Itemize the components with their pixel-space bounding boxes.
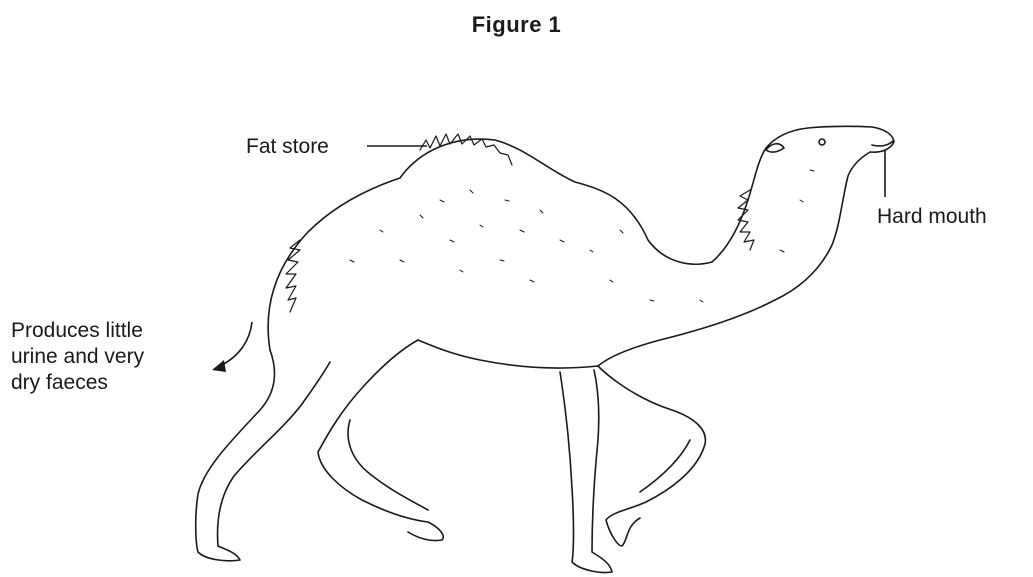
camel-hind-leg-far-inner [348,420,428,510]
arrow-head-icon [212,360,226,372]
camel-mouth-line [872,141,893,146]
hard-mouth-label: Hard mouth [877,204,987,230]
urine-label-line-3: dry faeces [11,370,144,396]
camel-hind-leg-far [318,340,443,541]
urine-faeces-label: Produces little urine and very dry faece… [11,318,144,396]
fat-store-label: Fat store [246,134,329,160]
camel-front-leg-near [598,366,705,546]
camel-fur-texture [350,170,814,302]
camel-eye [819,139,825,145]
camel-belly-outline [418,340,598,368]
camel-body-outline [268,126,894,366]
urine-label-line-1: Produces little [11,318,144,344]
camel-hind-leg-near [196,350,330,561]
urine-pointer-curve [220,322,252,366]
camel-front-leg-far [560,370,612,573]
camel-front-leg-near-inner [640,440,690,492]
urine-label-line-2: urine and very [11,344,144,370]
camel-fur-neck [738,190,754,250]
